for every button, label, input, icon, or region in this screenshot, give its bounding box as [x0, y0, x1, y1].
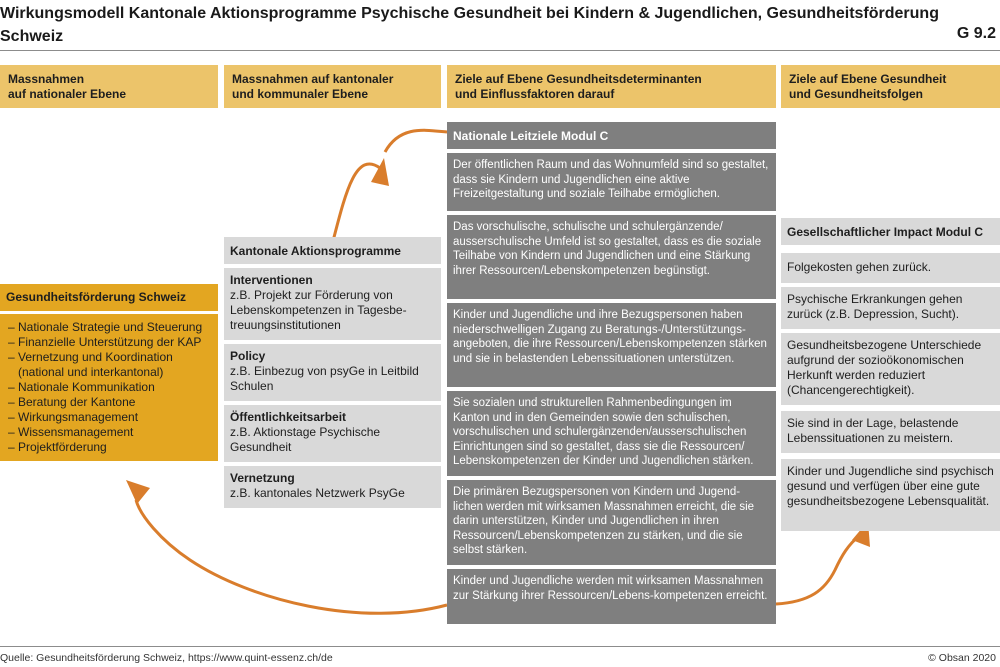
national-item: – Wirkungsmanagement: [8, 410, 139, 424]
goal-item: Kinder und Jugendliche und ihre Bezugspe…: [447, 303, 776, 387]
source-note: Quelle: Gesundheitsförderung Schweiz, ht…: [0, 652, 333, 664]
national-item: – Wissensmanagement: [8, 425, 134, 439]
page-title: Wirkungsmodell Kantonale Aktionsprogramm…: [0, 5, 939, 45]
arrow-goals-to-impact: [775, 533, 861, 606]
national-item: – Vernetzung und Koordination (national …: [8, 350, 173, 379]
national-item: – Finanzielle Unterstützung der KAP: [8, 335, 202, 349]
cantonal-item-text: z.B. Projekt zur Förderung von Lebenskom…: [230, 288, 407, 332]
national-item: – Beratung der Kantone: [8, 395, 136, 409]
goal-item: Der öffentlichen Raum und das Wohnumfeld…: [447, 153, 776, 211]
column-header-health: Ziele auf Ebene Gesundheit und Gesundhei…: [781, 65, 1000, 108]
arrow-head-down: [126, 480, 150, 504]
impact-item: Kinder und Jugendliche sind psychisch ge…: [781, 459, 1000, 531]
cantonal-item-text: z.B. Aktionstage Psychische Gesundheit: [230, 425, 381, 454]
goal-item: Das vorschulische, schulische und schule…: [447, 215, 776, 299]
column-header-cantonal: Massnahmen auf kantonaler und kommunaler…: [224, 65, 441, 108]
cantonal-item-title: Öffentlichkeitsarbeit: [230, 410, 347, 424]
national-item: – Nationale Strategie und Steuerung: [8, 320, 203, 334]
cantonal-item-title: Interventionen: [230, 273, 313, 287]
cantonal-item-interventions: Interventionen z.B. Projekt zur Förderun…: [224, 268, 441, 340]
column-header-determinants: Ziele auf Ebene Gesundheitsdeterminanten…: [447, 65, 776, 108]
cantonal-item-public-relations: Öffentlichkeitsarbeit z.B. Aktionstage P…: [224, 405, 441, 462]
impact-item: Folgekosten gehen zurück.: [781, 253, 1000, 283]
cantonal-item-networking: Vernetzung z.B. kantonales Netzwerk PsyG…: [224, 466, 441, 508]
national-items: – Nationale Strategie und Steuerung – Fi…: [0, 314, 218, 461]
cantonal-item-policy: Policy z.B. Einbezug von psyGe in Leitbi…: [224, 344, 441, 401]
cantonal-item-text: z.B. Einbezug von psyGe in Leitbild Schu…: [230, 364, 419, 393]
footer-divider: [0, 646, 1000, 647]
column-header-national: Massnahmen auf nationaler Ebene: [0, 65, 218, 108]
impact-title: Gesellschaftlicher Impact Modul C: [781, 218, 1000, 245]
national-item: – Projektförderung: [8, 440, 107, 454]
arrow-head-up: [371, 158, 389, 186]
goal-item: Kinder und Jugendliche werden mit wirksa…: [447, 569, 776, 624]
cantonal-title: Kantonale Aktionsprogramme: [224, 237, 441, 264]
header-divider: [0, 50, 1000, 51]
impact-item: Gesundheitsbezogene Unterschiede aufgrun…: [781, 333, 1000, 405]
goal-item: Sie sozialen und strukturellen Rahmenbed…: [447, 391, 776, 476]
cantonal-item-title: Vernetzung: [230, 471, 295, 485]
arrow-cantonal-to-goals: [330, 162, 381, 246]
national-item: – Nationale Kommunikation: [8, 380, 155, 394]
impact-item: Sie sind in der Lage, belastende Lebenss…: [781, 411, 1000, 453]
impact-item: Psychische Erkrankungen gehen zurück (z.…: [781, 287, 1000, 329]
goals-title: Nationale Leitziele Modul C: [447, 122, 776, 149]
arrow-cantonal-to-goals-top: [383, 128, 448, 153]
goal-item: Die primären Bezugspersonen von Kindern …: [447, 480, 776, 565]
arrow-goals-to-national: [134, 499, 448, 615]
national-title: Gesundheitsförderung Schweiz: [0, 284, 218, 311]
cantonal-item-text: z.B. kantonales Netzwerk PsyGe: [230, 486, 405, 500]
figure-id: G 9.2: [956, 25, 996, 42]
copyright: © Obsan 2020: [928, 652, 996, 664]
cantonal-item-title: Policy: [230, 349, 266, 363]
